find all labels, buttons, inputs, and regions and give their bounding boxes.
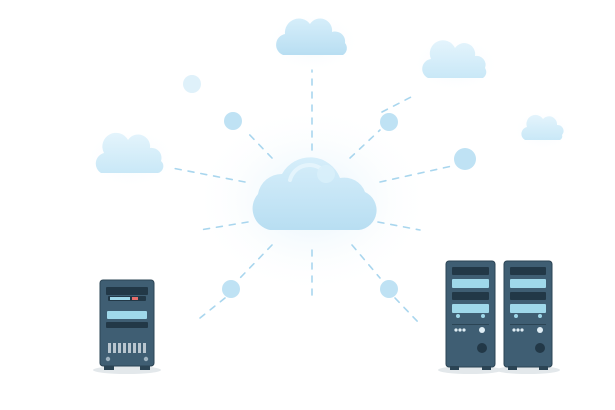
- connector-to-left-server: [194, 297, 226, 323]
- connector-to-right-server: [394, 297, 419, 323]
- cloud-icon: [265, 12, 361, 72]
- node-dot-icon: [380, 280, 398, 298]
- node-dot-icon: [183, 75, 201, 93]
- server-tower-icon: [438, 260, 502, 374]
- connector-upper-right: [381, 94, 416, 113]
- connector-top-left: [244, 129, 273, 159]
- node-dot-icon: [380, 113, 398, 131]
- node-dot-icon: [222, 280, 240, 298]
- cloud-icon: [85, 128, 177, 188]
- central-cloud-icon: [252, 157, 377, 230]
- cloud-icon: [513, 110, 573, 150]
- connector-lines: [171, 69, 453, 323]
- connector-lower-left: [199, 221, 249, 231]
- node-dot-icon: [224, 112, 242, 130]
- connector-left: [171, 167, 246, 183]
- network-nodes: [183, 75, 476, 298]
- server-tower-icon: [93, 279, 161, 374]
- connector-bottom-left: [239, 244, 273, 279]
- server-tower-icon: [496, 260, 560, 374]
- connector-right: [379, 165, 453, 183]
- node-dot-icon: [454, 148, 476, 170]
- cloud-icon: [412, 36, 500, 92]
